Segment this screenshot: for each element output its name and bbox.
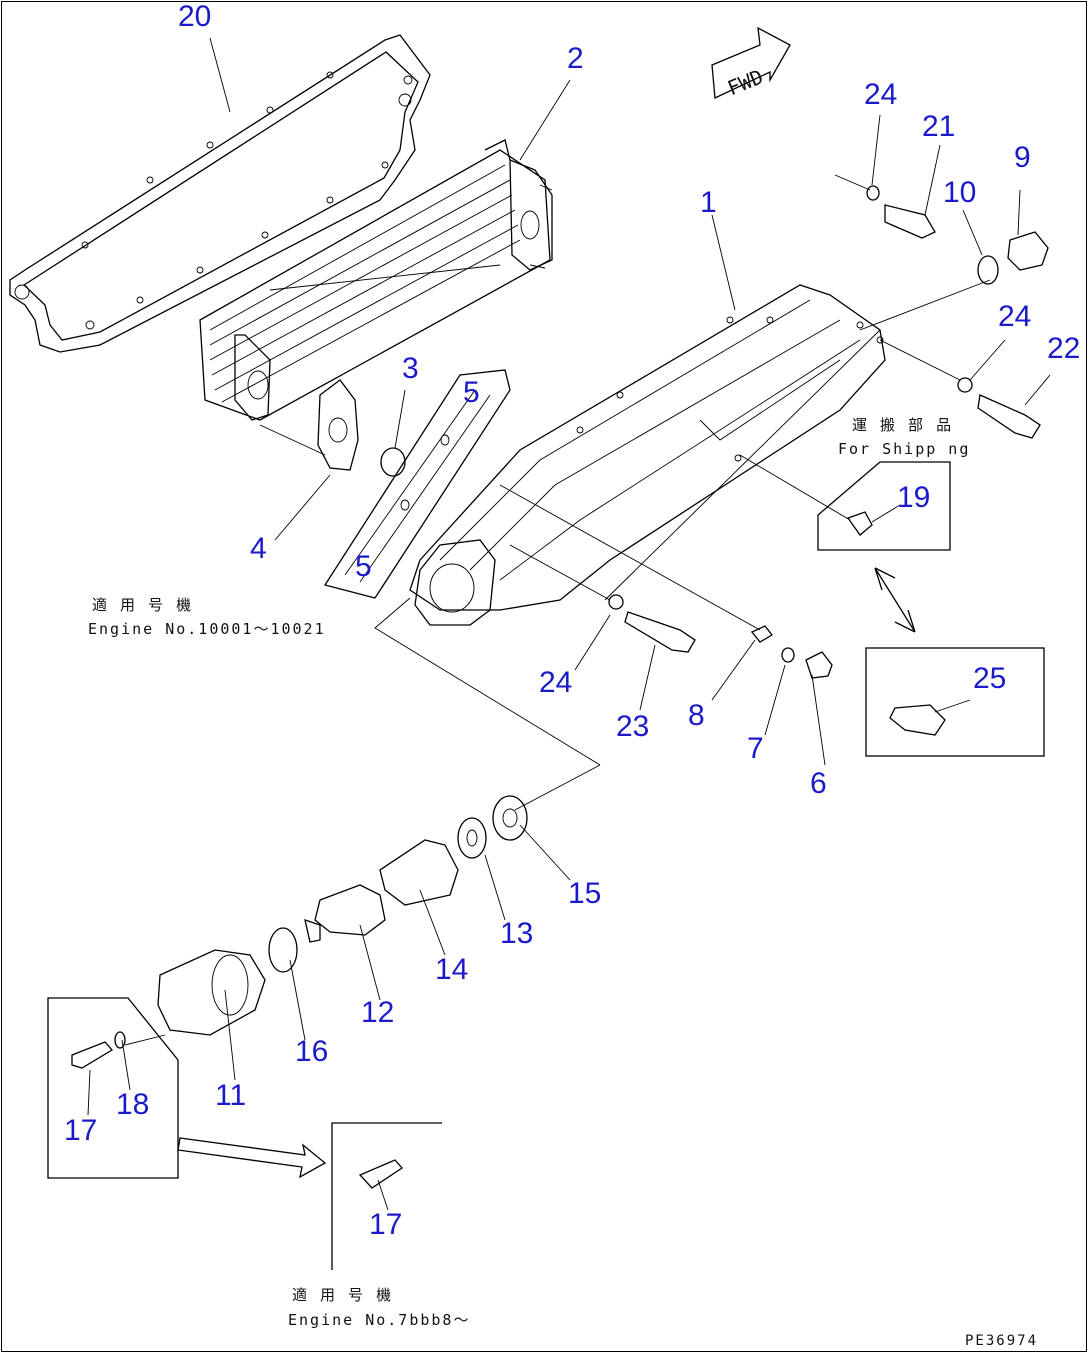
callout-21: 21 <box>922 110 956 143</box>
fwd-arrow-shape <box>711 26 791 99</box>
leader-lines <box>87 37 1051 1211</box>
cooler-case-1-shape <box>409 284 886 626</box>
callout-6: 6 <box>810 767 827 800</box>
callout-20: 20 <box>178 0 212 33</box>
callout-10: 10 <box>943 176 977 209</box>
gasket-4-shape <box>317 379 359 471</box>
gasket-5-box <box>323 369 511 599</box>
callout-15: 15 <box>568 877 602 910</box>
callout-24: 24 <box>539 666 573 699</box>
callout-22: 22 <box>1047 332 1081 365</box>
o-ring-3-shape <box>380 447 406 477</box>
callout-14: 14 <box>435 953 469 986</box>
callout-12: 12 <box>361 996 395 1029</box>
callout-9: 9 <box>1014 141 1031 174</box>
callout-11: 11 <box>215 1079 247 1112</box>
callout-7: 7 <box>747 732 764 765</box>
callout-24: 24 <box>998 300 1032 333</box>
callout-4: 4 <box>250 532 267 565</box>
callout-5: 5 <box>355 550 372 583</box>
gasket-20-shape <box>9 34 431 353</box>
shipping-note-en: For Shipp ng <box>838 440 971 458</box>
callout-17: 17 <box>64 1114 98 1147</box>
applicable-note-1-jp: 適 用 号 機 <box>92 596 194 614</box>
callout-23: 23 <box>616 710 650 743</box>
callout-18: 18 <box>116 1088 150 1121</box>
applicable-note-2-jp: 適 用 号 機 <box>292 1286 394 1304</box>
detail-boxes <box>47 461 1045 1270</box>
callout-25: 25 <box>973 662 1007 695</box>
callout-13: 13 <box>500 917 534 950</box>
cooler-element-2-shape <box>199 139 553 421</box>
hardware-parts <box>71 185 1049 1189</box>
callout-3: 3 <box>402 352 419 385</box>
applicable-note-1-en: Engine No.10001～10021 <box>88 620 326 638</box>
callout-1: 1 <box>700 186 717 219</box>
callout-5: 5 <box>463 376 480 409</box>
shipping-note-jp: 運 搬 部 品 <box>852 416 954 434</box>
callout-19: 19 <box>897 481 931 514</box>
callout-17: 17 <box>369 1208 403 1241</box>
callout-24: 24 <box>864 78 898 111</box>
drawing-number: PE36974 <box>965 1333 1039 1349</box>
callout-2: 2 <box>567 42 584 75</box>
callout-8: 8 <box>688 699 705 732</box>
callout-16: 16 <box>295 1035 329 1068</box>
applicable-note-2-en: Engine No.7bbb8～ <box>288 1311 471 1329</box>
